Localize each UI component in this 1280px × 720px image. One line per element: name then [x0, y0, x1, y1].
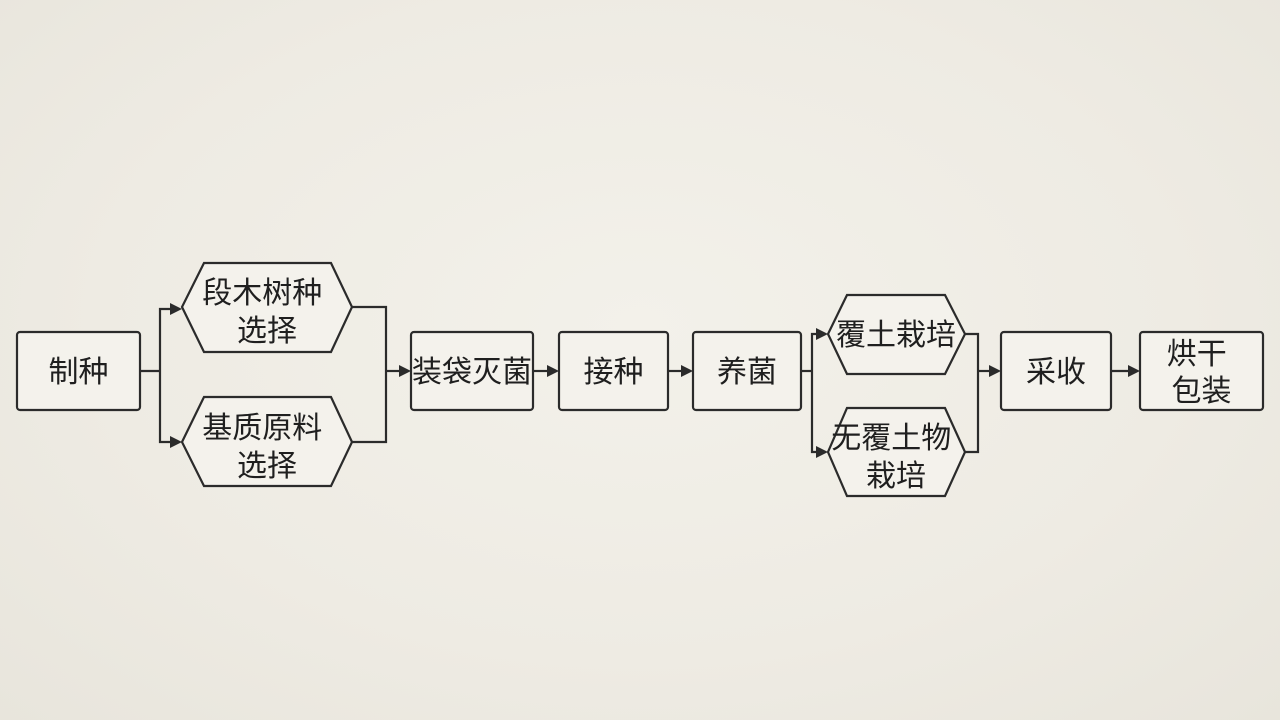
arrowhead-to-honggan: [1128, 365, 1140, 377]
node-zhizhong-label: 制种: [49, 355, 109, 390]
arrowhead-to-duanmu: [170, 303, 182, 315]
connector-split-futu: [810, 332, 818, 371]
connectors: [140, 303, 1140, 458]
node-wufutu: 无覆土物 栽培: [826, 406, 967, 498]
connector-futu-merge: [965, 332, 980, 454]
connector-split-jizhi: [158, 371, 172, 444]
node-duanmu: 段木树种 选择: [180, 261, 354, 354]
node-futu: 覆土栽培: [826, 293, 967, 376]
node-zhizhong: 制种: [15, 330, 142, 412]
node-caishou: 采收: [999, 330, 1113, 412]
arrowhead-to-jiezhong: [547, 365, 559, 377]
node-wufutu-label: 无覆土物 栽培: [831, 421, 961, 494]
node-caishou-label: 采收: [1026, 355, 1086, 390]
arrowhead-to-futu: [816, 328, 828, 340]
arrowhead-to-zhuangdai: [399, 365, 411, 377]
node-honggan-label: 烘干 包装: [1167, 337, 1237, 409]
connector-split-wufutu: [810, 371, 818, 454]
node-jizhi-label: 基质原料 选择: [202, 411, 332, 484]
node-jiezhong-label: 接种: [584, 355, 644, 390]
node-zhuangdai-label: 装袋灭菌: [412, 355, 532, 390]
node-yangjun: 养菌: [691, 330, 803, 412]
arrowhead-to-jizhi: [170, 436, 182, 448]
node-honggan: 烘干 包装: [1138, 330, 1265, 412]
arrowhead-to-yangjun: [681, 365, 693, 377]
node-yangjun-label: 养菌: [717, 355, 777, 390]
connector-split-duanmu: [158, 307, 172, 371]
arrowhead-to-wufutu: [816, 446, 828, 458]
node-jizhi: 基质原料 选择: [180, 395, 354, 488]
node-zhuangdai: 装袋灭菌: [409, 330, 535, 412]
node-duanmu-label: 段木树种 选择: [202, 276, 332, 349]
connector-duanmu-merge: [352, 305, 388, 444]
arrowhead-to-caishou: [989, 365, 1001, 377]
node-jiezhong: 接种: [557, 330, 670, 412]
node-futu-label: 覆土栽培: [836, 318, 956, 353]
